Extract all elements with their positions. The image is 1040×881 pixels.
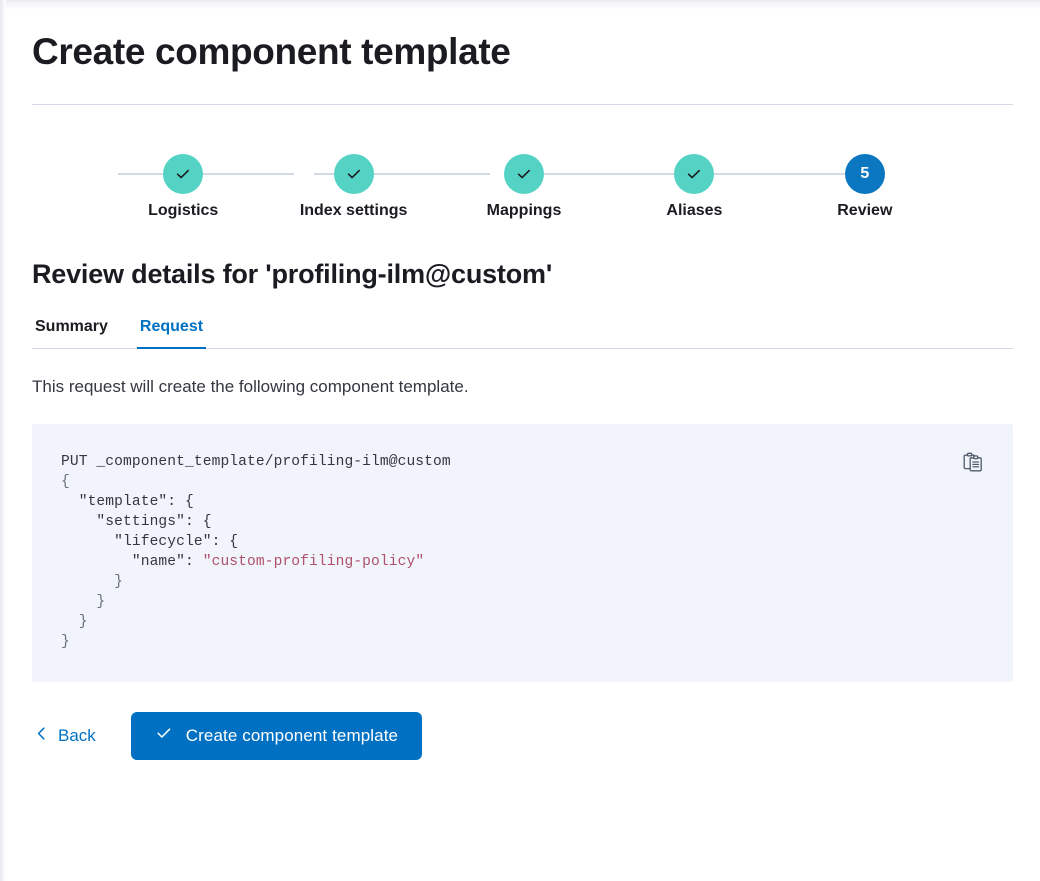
wizard-actions: Back Create component template	[32, 711, 1014, 760]
create-component-template-label: Create component template	[185, 725, 399, 745]
check-icon	[174, 165, 192, 183]
step-indicator-complete	[333, 153, 374, 194]
request-code-panel: PUT _component_template/profiling-ilm@cu…	[32, 423, 1013, 682]
wizard-step-review[interactable]: 5 Review	[780, 153, 950, 220]
code-line: "settings": {	[61, 513, 212, 530]
step-indicator-complete	[674, 153, 715, 194]
header-divider	[32, 103, 1013, 105]
check-icon	[345, 165, 363, 183]
back-button[interactable]: Back	[32, 719, 98, 753]
code-line: }	[61, 573, 124, 590]
code-line-name-key: "name":	[61, 553, 203, 570]
step-indicator-complete	[504, 153, 545, 194]
review-tabs: Summary Request	[32, 318, 1013, 350]
step-label: Mappings	[486, 201, 562, 219]
wizard-stepper: Logistics Index settings	[26, 153, 1014, 236]
step-indicator-complete	[163, 153, 204, 194]
code-request-line: PUT _component_template/profiling-ilm@cu…	[61, 453, 451, 470]
wizard-step-index-settings[interactable]: Index settings	[268, 153, 438, 220]
code-line: {	[61, 473, 70, 490]
step-connector	[707, 172, 883, 175]
check-icon	[515, 165, 533, 183]
step-indicator-current: 5	[844, 153, 885, 194]
copy-clipboard-icon[interactable]	[959, 448, 987, 476]
step-label: Index settings	[299, 201, 408, 219]
check-icon	[685, 165, 703, 183]
step-label: Logistics	[148, 201, 219, 219]
back-button-label: Back	[58, 725, 96, 745]
step-label: Review	[837, 201, 893, 219]
chevron-left-icon	[34, 725, 49, 747]
code-line: }	[61, 593, 106, 610]
step-connector	[314, 172, 490, 175]
step-label: Aliases	[666, 201, 723, 219]
tab-summary[interactable]: Summary	[32, 318, 111, 349]
code-line: "lifecycle": {	[61, 533, 239, 550]
create-component-template-button[interactable]: Create component template	[130, 711, 423, 760]
tab-request[interactable]: Request	[136, 318, 207, 350]
page-title: Create component template	[32, 31, 511, 72]
review-heading: Review details for 'profiling-ilm@custom…	[32, 258, 553, 289]
step-number: 5	[860, 164, 870, 182]
request-code-block: PUT _component_template/profiling-ilm@cu…	[32, 424, 1013, 652]
step-connector	[511, 172, 687, 175]
step-connector	[118, 172, 294, 175]
code-line: }	[61, 633, 70, 650]
code-line: }	[61, 613, 88, 630]
wizard-step-logistics[interactable]: Logistics	[98, 153, 268, 220]
check-icon	[155, 724, 173, 747]
wizard-step-aliases[interactable]: Aliases	[609, 153, 779, 220]
code-line-name-value: "custom-profiling-policy"	[202, 553, 425, 570]
wizard-step-mappings[interactable]: Mappings	[439, 153, 609, 220]
request-description: This request will create the following c…	[32, 377, 469, 397]
code-line: "template": {	[61, 493, 194, 510]
